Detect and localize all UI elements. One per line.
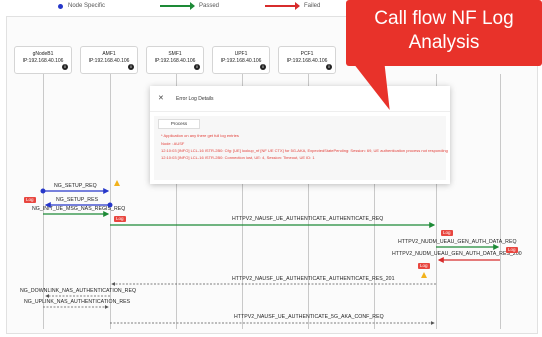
lifeline-ausf <box>436 74 437 329</box>
node-pcf1[interactable]: PCF1 IP:192.168.40.106 i <box>278 46 336 74</box>
legend: Node Specific Passed Failed <box>0 0 542 14</box>
message-label[interactable]: HTTPV2_NAUSF_UE_AUTHENTICATE_AUTHENTICAT… <box>232 276 395 282</box>
lifeline-gnodeb1 <box>43 74 44 329</box>
node-smf1[interactable]: SMF1 IP:192.168.40.106 i <box>146 46 204 74</box>
lifeline-upf1 <box>242 74 243 329</box>
info-icon[interactable]: i <box>260 64 266 70</box>
log-button[interactable]: Log <box>441 230 453 236</box>
legend-failed: Failed <box>265 2 320 10</box>
log-button[interactable]: Log <box>114 216 126 222</box>
lifeline-udr <box>500 74 501 329</box>
message-label[interactable]: HTTPV2_NAUSF_UE_AUTHENTICATE_5G_AKA_CONF… <box>234 314 384 320</box>
node-specific-dot <box>107 202 113 208</box>
log-line: 12:10:03 [INFO] LCL-16 ISTR-2B0: Cfg: [U… <box>161 148 448 153</box>
message-label[interactable]: NG_INIT_UE_MSG_NAS_REGIS_REQ <box>32 206 126 212</box>
warning-icon[interactable] <box>421 272 427 278</box>
tab-process[interactable]: Process <box>158 119 200 129</box>
node-amf1[interactable]: AMF1 IP:192.168.40.106 i <box>80 46 138 74</box>
close-icon[interactable]: ✕ <box>158 95 164 102</box>
callout-banner: Call flow NF Log Analysis <box>346 0 542 66</box>
lifeline-amf1 <box>110 74 111 329</box>
dot-icon <box>58 3 63 9</box>
warning-icon[interactable] <box>114 180 120 186</box>
message-label[interactable]: HTTPV2_NUDM_UEAU_GEN_AUTH_DATA_REQ <box>398 239 517 245</box>
message-label[interactable]: HTTPV2_NAUSF_UE_AUTHENTICATE_AUTHENTICAT… <box>232 216 384 222</box>
error-log-dialog: ✕ Error Log Details Process * Applicatio… <box>150 86 450 184</box>
info-icon[interactable]: i <box>326 64 332 70</box>
legend-node-specific: Node Specific <box>58 3 105 9</box>
node-upf1[interactable]: UPF1 IP:192.168.40.106 i <box>212 46 270 74</box>
info-icon[interactable]: i <box>62 64 68 70</box>
message-label[interactable]: HTTPV2_NUDM_UEAU_GEN_AUTH_DATA_RES_200 <box>392 251 522 257</box>
message-label[interactable]: NG_SETUP_REQ <box>54 183 97 189</box>
log-line: Node : AUSF <box>161 141 185 146</box>
log-button[interactable]: Log <box>418 263 430 269</box>
dialog-title: Error Log Details <box>176 96 214 102</box>
log-line: * Application on any there get full log … <box>161 133 239 138</box>
lifeline-smf1 <box>176 74 177 329</box>
log-line: 12:10:03 [INFO] LCL-16 ISTR-2B0: Connect… <box>161 155 315 160</box>
dialog-header: ✕ Error Log Details <box>150 86 450 112</box>
node-gnodeb1[interactable]: gNodeB1 IP:192.168.40.106 i <box>14 46 72 74</box>
message-label[interactable]: NG_SETUP_RES <box>56 197 99 203</box>
node-specific-dot <box>40 188 46 194</box>
lifeline-pcf1 <box>308 74 309 329</box>
info-icon[interactable]: i <box>194 64 200 70</box>
legend-passed: Passed <box>160 2 219 10</box>
message-label[interactable]: NG_DOWNLINK_NAS_AUTHENTICATION_REQ <box>20 288 137 294</box>
message-label[interactable]: NG_UPLINK_NAS_AUTHENTICATION_RES <box>24 299 131 305</box>
lifeline-udm <box>374 74 375 329</box>
info-icon[interactable]: i <box>128 64 134 70</box>
arrow-line-icon <box>160 2 195 10</box>
log-button[interactable]: Log <box>506 247 518 253</box>
dialog-body: Process * Application on any there get f… <box>154 116 448 180</box>
arrow-line-icon <box>265 2 300 10</box>
log-button[interactable]: Log <box>24 197 36 203</box>
